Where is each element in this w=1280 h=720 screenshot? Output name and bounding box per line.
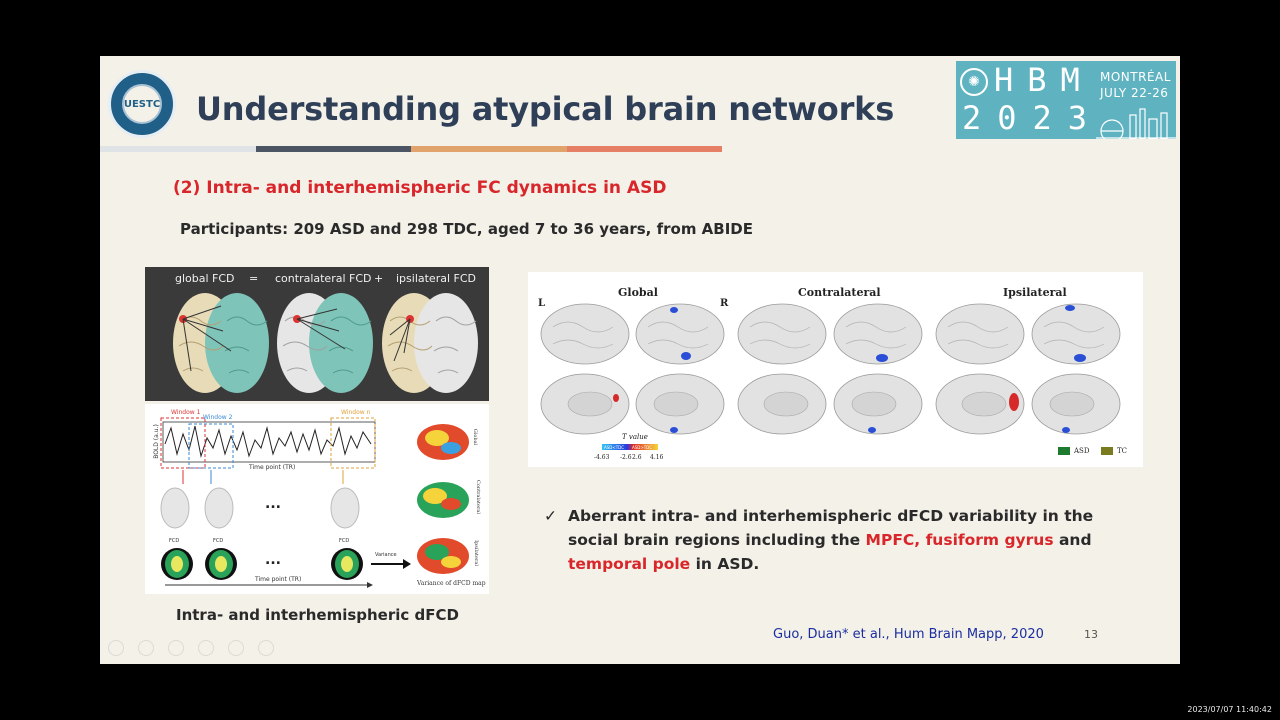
label-equals: = [249, 272, 259, 285]
dots-bottom: ... [265, 552, 281, 568]
prev-slide-icon[interactable] [108, 640, 124, 656]
brain-illustrations [173, 293, 478, 393]
side-label-contralateral: Contralateral [474, 480, 481, 514]
variance-label: Variance [375, 552, 397, 558]
side-label-global: Global [472, 428, 479, 446]
side-label-ipsilateral: Ipsilateral [472, 540, 479, 566]
legend-asd-label: ASD [1074, 447, 1090, 455]
brain-surface-maps [540, 303, 1121, 450]
legend-tc: TC [1101, 447, 1127, 455]
dots-top: ... [265, 496, 281, 512]
university-logo: UESTC [108, 70, 176, 138]
legend-tc-swatch [1101, 447, 1113, 455]
color-bar-segment [411, 146, 567, 152]
legend-tc-label: TC [1117, 447, 1128, 455]
pen-icon[interactable] [168, 640, 184, 656]
tick-1: -2.6 [620, 454, 632, 461]
skyline-icon [1096, 108, 1176, 139]
label-ipsilateral-fcd: ipsilateral FCD [396, 272, 476, 285]
hemisphere-right-label: R [720, 298, 729, 309]
tick-0: -4.63 [594, 454, 610, 461]
dfcd-results-figure: Global Contralateral Ipsilateral L R [528, 272, 1143, 467]
finding-part-2: and [1053, 531, 1092, 549]
finding-text: Aberrant intra- and interhemispheric dFC… [568, 504, 1124, 576]
scale-right-label: ASD>TDC [632, 445, 653, 450]
citation: Guo, Duan* et al., Hum Brain Mapp, 2020 [773, 627, 1044, 642]
col-head-global: Global [618, 286, 658, 299]
hbm-letters: HBM [994, 61, 1094, 99]
window-2-label: Window 2 [203, 414, 233, 421]
col-head-contralateral: Contralateral [798, 286, 881, 299]
fcd-label-1: FCD [169, 538, 180, 544]
hbm-city-dates: MONTRÉAL JULY 22-26 [1100, 69, 1171, 101]
scale-left-label: ASD<TDC [604, 445, 625, 450]
fcd-brain-diagram: global FCD = contralateral FCD + ipsilat… [145, 267, 489, 401]
next-slide-icon[interactable] [138, 640, 154, 656]
col-head-ipsilateral: Ipsilateral [1003, 286, 1067, 299]
page-number: 13 [1084, 628, 1098, 641]
legend-asd-swatch [1058, 447, 1070, 455]
fcd-label-3: FCD [339, 538, 350, 544]
slide-title: Understanding atypical brain networks [196, 90, 895, 128]
finding-bullet: ✓ Aberrant intra- and interhemispheric d… [544, 504, 1124, 576]
zoom-icon[interactable] [228, 640, 244, 656]
hbm-conference-logo: ✺ HBM 2023 MONTRÉAL JULY 22-26 [956, 61, 1176, 139]
timepoint-label-top: Time point (TR) [249, 464, 296, 471]
finding-highlight-1: MPFC, fusiform gyrus [865, 531, 1054, 549]
color-bar-segment [100, 146, 256, 152]
hbm-dates: JULY 22-26 [1100, 86, 1169, 100]
variance-map-label: Variance of dFCD map [417, 580, 486, 587]
color-bar-segment [566, 146, 722, 152]
logo-emblem: UESTC [122, 84, 162, 124]
label-contralateral-fcd: contralateral FCD [275, 272, 372, 285]
window-1-label: Window 1 [171, 409, 201, 416]
legend-asd: ASD [1058, 447, 1089, 455]
finding-part-3: in ASD. [690, 555, 760, 573]
timepoint-label-bottom: Time point (TR) [255, 576, 302, 583]
hbm-city: MONTRÉAL [1100, 70, 1171, 84]
presentation-toolbar[interactable] [108, 640, 274, 656]
label-global-fcd: global FCD [175, 272, 235, 285]
title-color-bar [100, 146, 722, 152]
finding-part-1: Aberrant intra- and interhemispheric dFC… [568, 507, 1094, 549]
section-subtitle: (2) Intra- and interhemispheric FC dynam… [173, 178, 667, 198]
brain-icon: ✺ [960, 68, 988, 96]
more-icon[interactable] [258, 640, 274, 656]
tick-3: 4.16 [650, 454, 664, 461]
t-value-label: T value [622, 433, 648, 441]
slides-icon[interactable] [198, 640, 214, 656]
left-figure-caption: Intra- and interhemispheric dFCD [176, 606, 459, 624]
fcd-label-2: FCD [213, 538, 224, 544]
color-bar-segment [255, 146, 411, 152]
check-icon: ✓ [544, 507, 557, 525]
dfcd-pipeline-diagram: Window 1 Window 2 Window n BOLD (a.u.) T… [145, 404, 489, 594]
window-n-label: Window n [341, 409, 371, 416]
recording-timestamp: 2023/07/07 11:40:42 [1187, 705, 1272, 714]
hemisphere-left-label: L [538, 298, 546, 309]
finding-highlight-2: temporal pole [568, 555, 691, 573]
label-plus: + [374, 272, 384, 285]
pipeline-illustration [160, 417, 469, 588]
slide: UESTC Understanding atypical brain netwo… [100, 56, 1180, 664]
tick-2: 2.6 [632, 454, 642, 461]
bold-axis-label: BOLD (a.u.) [152, 424, 160, 459]
participants-text: Participants: 209 ASD and 298 TDC, aged … [180, 220, 754, 238]
hbm-year: 2023 [962, 99, 1104, 137]
